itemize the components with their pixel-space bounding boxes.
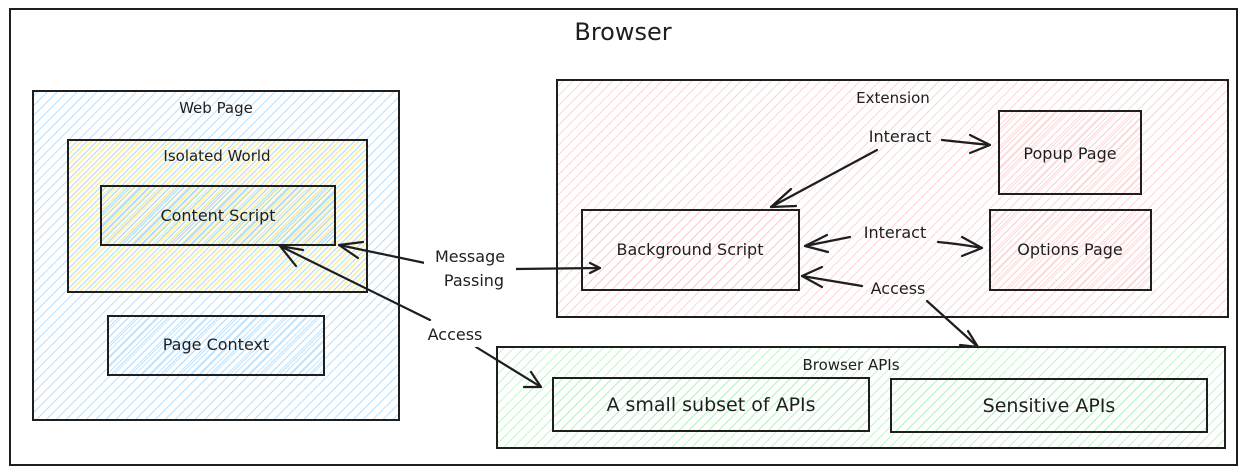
sensitive-apis-label: Sensitive APIs [983, 395, 1116, 417]
message-passing-label-line2: Passing [444, 271, 504, 290]
browser-title: Browser [574, 18, 671, 46]
small-subset-apis-node[interactable]: A small subset of APIs [552, 377, 870, 432]
message-passing-arrow-to-content [337, 240, 427, 265]
access-arrow-to-small-subset [474, 345, 543, 389]
interact-arrow-options-to-background [803, 233, 852, 254]
interact-popup-edge-label: Interact [869, 127, 931, 146]
content-script-label: Content Script [160, 206, 275, 225]
message-passing-arrow-to-background [513, 261, 602, 275]
access-background-label: Access [871, 279, 926, 298]
options-page-node[interactable]: Options Page [989, 209, 1152, 291]
access-background-edge-label: Access [871, 279, 926, 298]
access-arrow-to-browser-apis [925, 299, 980, 349]
access-content-edge-label: Access [419, 321, 491, 347]
access-arrow-to-background [800, 265, 864, 289]
sensitive-apis-node[interactable]: Sensitive APIs [890, 378, 1208, 433]
background-script-label: Background Script [617, 240, 764, 259]
interact-options-edge-label: Interact [864, 223, 926, 242]
popup-page-node[interactable]: Popup Page [998, 110, 1142, 195]
interact-popup-label: Interact [869, 127, 931, 146]
browser-apis-label: Browser APIs [802, 356, 899, 374]
interact-arrow-to-options [936, 235, 984, 258]
access-content-label: Access [428, 325, 483, 344]
small-subset-apis-label: A small subset of APIs [606, 394, 815, 416]
interact-arrow-to-popup [940, 133, 992, 155]
content-script-node[interactable]: Content Script [100, 185, 336, 246]
access-arrow-to-content-script [278, 244, 432, 322]
page-context-label: Page Context [163, 335, 270, 354]
interact-options-label: Interact [864, 223, 926, 242]
web-page-label: Web Page [179, 99, 253, 117]
isolated-world-label: Isolated World [163, 147, 270, 165]
message-passing-label-line1: Message [435, 247, 505, 266]
options-page-label: Options Page [1017, 240, 1123, 259]
popup-page-label: Popup Page [1023, 144, 1116, 163]
background-script-node[interactable]: Background Script [581, 209, 800, 291]
message-passing-edge-label: Message Passing [424, 242, 516, 294]
page-context-node[interactable]: Page Context [107, 315, 325, 376]
extension-label: Extension [856, 89, 930, 107]
interact-arrow-to-background [769, 148, 879, 209]
